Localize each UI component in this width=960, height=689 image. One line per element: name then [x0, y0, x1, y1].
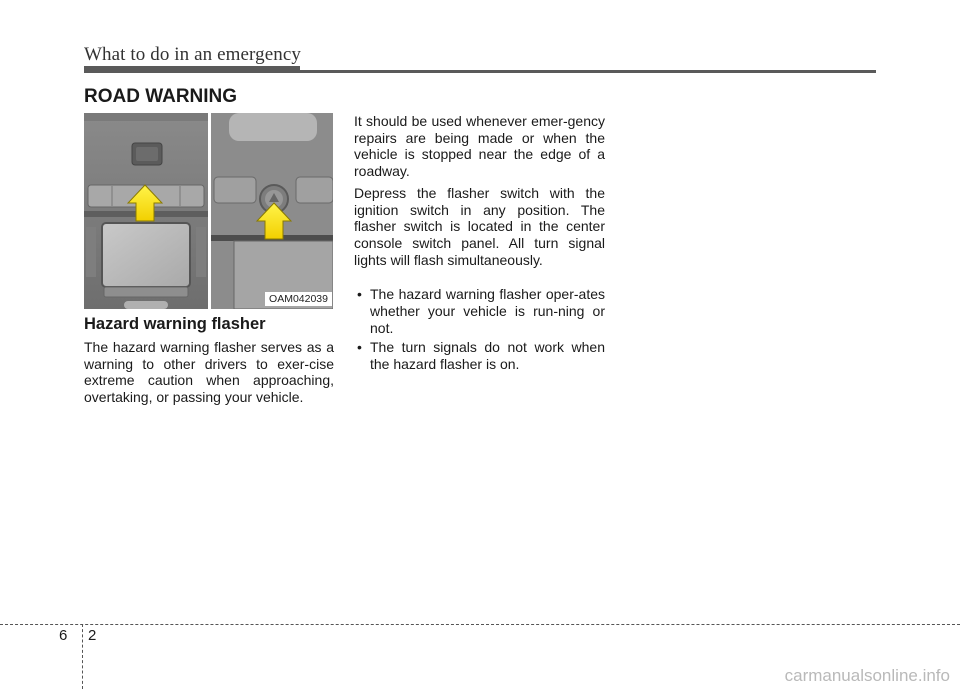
subheading: Hazard warning flasher	[84, 315, 266, 333]
footer-rule	[0, 624, 960, 625]
chapter-number: 6	[59, 627, 68, 644]
page-number: 2	[88, 627, 97, 644]
footer-divider	[82, 624, 83, 689]
list-item: • The hazard warning flasher oper-ates wh…	[354, 286, 605, 336]
list-item-text: The turn signals do not work when the ha…	[370, 339, 605, 373]
list-item-text: The hazard warning flasher oper-ates whe…	[370, 286, 605, 336]
body-paragraph: The hazard warning flasher serves as a w…	[84, 339, 334, 406]
section-title: ROAD WARNING	[84, 86, 238, 107]
header-rule	[84, 70, 876, 73]
header-rule-accent	[84, 66, 300, 73]
bullet-icon: •	[357, 286, 362, 303]
figure-code: OAM042039	[265, 292, 332, 306]
chapter-title: What to do in an emergency	[84, 44, 301, 65]
bullet-icon: •	[357, 339, 362, 356]
right-column: It should be used whenever emer-gency re…	[354, 113, 605, 376]
list-item: • The turn signals do not work when the h…	[354, 339, 605, 372]
bullet-list: • The hazard warning flasher oper-ates wh…	[354, 286, 605, 373]
hazard-switch-illustration: OAM042039	[84, 113, 333, 309]
body-paragraph: Depress the flasher switch with the igni…	[354, 184, 605, 268]
console-illustration	[84, 113, 333, 309]
watermark: carmanualsonline.info	[784, 666, 950, 685]
body-paragraph: It should be used whenever emer-gency re…	[354, 113, 605, 180]
